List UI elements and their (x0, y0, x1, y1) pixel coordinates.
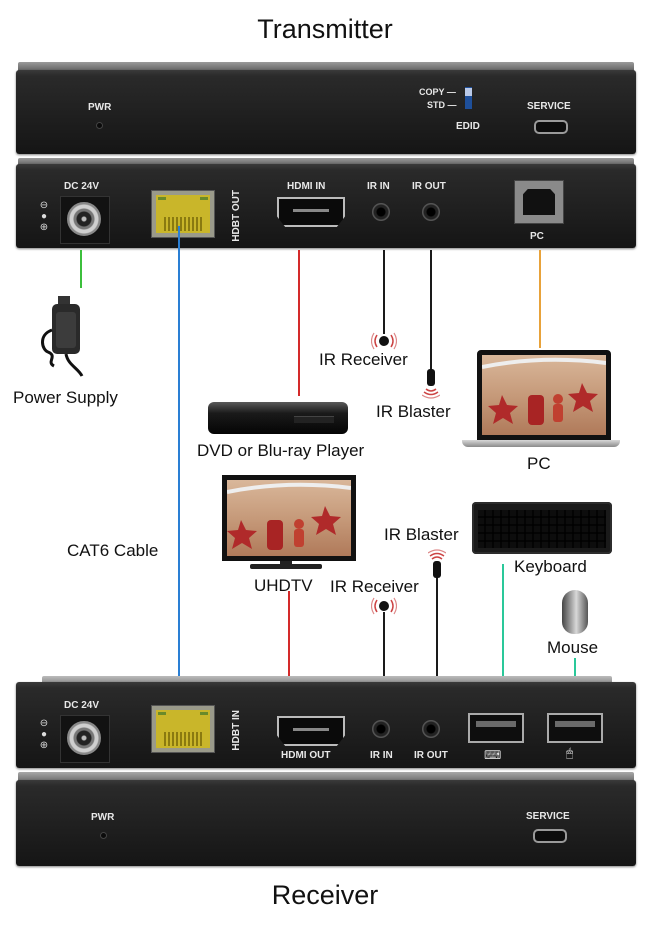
rx-service-label: SERVICE (526, 811, 570, 822)
rx-ir-out-jack[interactable] (422, 720, 440, 738)
pc-label: PC (527, 454, 551, 473)
rx-hdmi-port[interactable] (277, 716, 345, 746)
tx-service-port[interactable] (534, 120, 568, 134)
rx-ir-receiver-label: IR Receiver (330, 577, 419, 596)
rx-hdbt-port[interactable] (151, 705, 215, 753)
rx-ir-in-label: IR IN (370, 750, 393, 761)
cat6-cable-label: CAT6 Cable (67, 541, 159, 560)
tx-hdmi-wire (298, 250, 300, 396)
tx-hdmi-port[interactable] (277, 197, 345, 227)
tx-pwr-label: PWR (88, 102, 112, 113)
rx-hdmi-label: HDMI OUT (281, 750, 331, 761)
tx-ir-out-label: IR OUT (412, 181, 446, 192)
receiver-title: Receiver (271, 880, 379, 910)
rx-usb-mouse-port[interactable] (547, 713, 603, 743)
rx-ir-blaster-wire (436, 578, 438, 704)
dvd-player-image (208, 402, 348, 434)
uhdtv-label: UHDTV (254, 576, 313, 595)
tx-hdbt-port[interactable] (151, 190, 215, 238)
power-wire (80, 250, 82, 288)
power-supply-image (38, 290, 108, 385)
rx-dc-jack[interactable] (66, 720, 102, 756)
keyboard-icon: ⌨ (484, 748, 502, 762)
tx-ir-receiver-wire (383, 250, 385, 334)
rx-ir-blaster-label: IR Blaster (384, 525, 459, 544)
mouse-label: Mouse (547, 638, 599, 657)
tx-dc-jack[interactable] (66, 201, 102, 237)
uhdtv-image (222, 475, 356, 561)
tx-ir-receiver-label: IR Receiver (319, 350, 408, 369)
tx-edid-label: EDID (456, 121, 480, 132)
polarity-icon: ⊖●⊕ (39, 718, 49, 751)
rx-usb-keyboard-port[interactable] (468, 713, 524, 743)
tx-ir-blaster-icon (421, 369, 441, 406)
tx-std-label: STD — (427, 100, 457, 110)
tx-pc-label: PC (530, 231, 544, 242)
tx-ir-out-jack[interactable] (422, 203, 440, 221)
mouse-image (562, 590, 588, 634)
rx-ir-out-label: IR OUT (414, 750, 448, 761)
rx-pwr-label: PWR (91, 812, 115, 823)
edid-switch[interactable] (465, 87, 472, 109)
power-supply-label: Power Supply (13, 388, 118, 407)
rx-ir-in-jack[interactable] (372, 720, 390, 738)
pc-usb-wire (539, 250, 541, 348)
rx-service-port[interactable] (533, 829, 567, 843)
tx-hdmi-label: HDMI IN (287, 181, 326, 192)
rx-dc-label: DC 24V (64, 700, 100, 711)
rx-hdmi-wire (288, 591, 290, 704)
transmitter-title: Transmitter (257, 14, 393, 44)
keyboard-image (472, 502, 612, 554)
tx-ir-in-jack[interactable] (372, 203, 390, 221)
tx-dc-label: DC 24V (64, 181, 100, 192)
tx-ir-blaster-label: IR Blaster (376, 402, 451, 421)
tx-pwr-led (96, 122, 103, 129)
rx-hdbt-label: HDBT IN (231, 710, 242, 751)
keyboard-wire (502, 564, 504, 704)
mouse-icon: 🖱 (566, 746, 574, 760)
tx-hdbt-label: HDBT OUT (231, 190, 242, 242)
polarity-icon: ⊖●⊕ (39, 200, 49, 233)
rx-ir-receiver-wire (383, 612, 385, 704)
cat6-wire (178, 226, 180, 704)
rx-ir-receiver-icon (370, 597, 398, 620)
rx-ir-blaster-icon (427, 547, 447, 584)
tx-service-label: SERVICE (527, 101, 571, 112)
rx-pwr-led (100, 832, 107, 839)
pc-laptop-image (477, 350, 611, 440)
tx-ir-receiver-icon (370, 332, 398, 355)
tx-pc-usb-port[interactable] (514, 180, 564, 224)
tx-ir-blaster-wire (430, 250, 432, 370)
dvd-player-label: DVD or Blu-ray Player (197, 441, 365, 460)
tx-ir-in-label: IR IN (367, 181, 390, 192)
tx-copy-label: COPY — (419, 87, 456, 97)
keyboard-label: Keyboard (514, 557, 587, 576)
